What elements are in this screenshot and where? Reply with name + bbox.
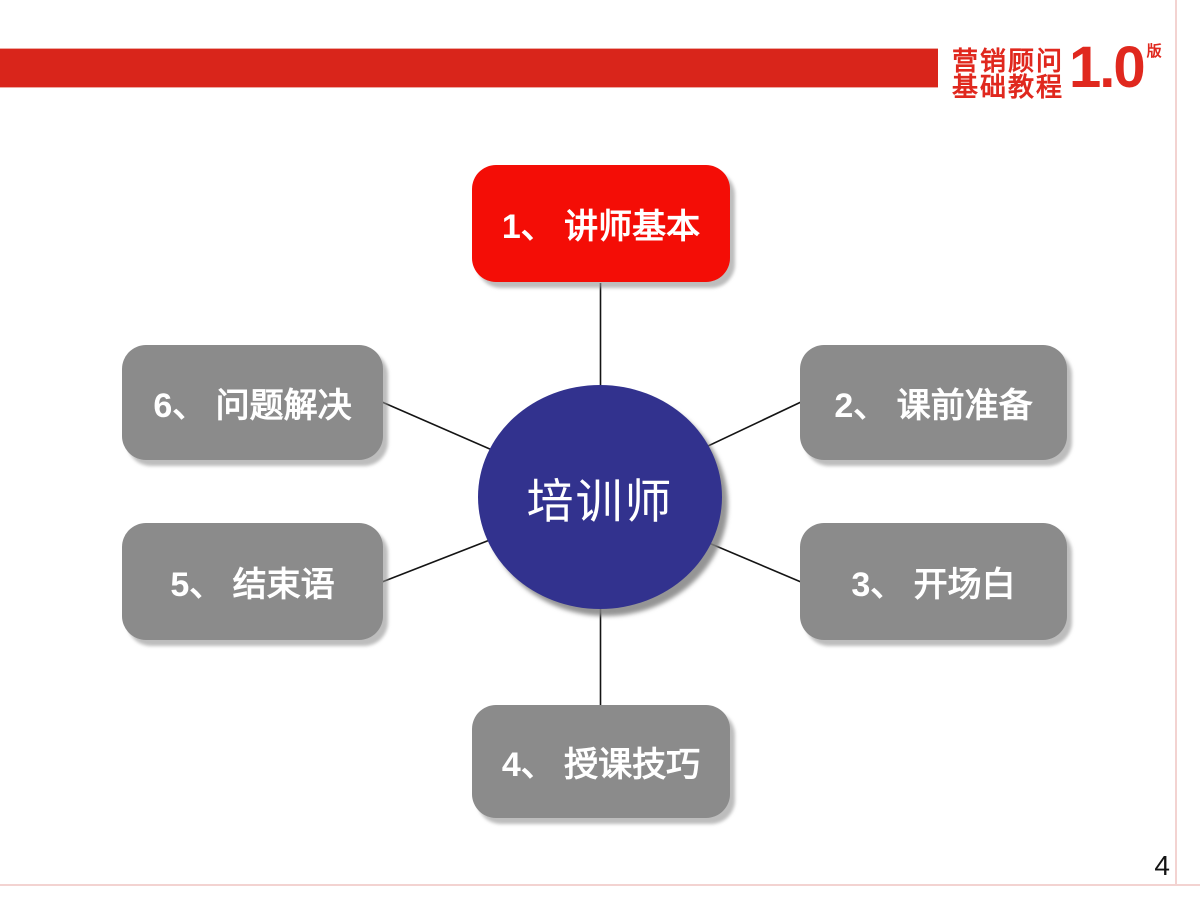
node-2-label: 2、 课前准备	[834, 387, 1033, 425]
node-5-closing-words: 5、 结束语	[122, 523, 383, 640]
node-2-class-preparation: 2、 课前准备	[800, 345, 1067, 460]
node-3-opening-remarks: 3、 开场白	[800, 523, 1067, 640]
brand-logo-line2: 基础教程	[952, 72, 1065, 102]
center-circle-label: 培训师	[526, 476, 674, 529]
brand-logo: 营销顾问 基础教程 1.0 版	[952, 35, 1162, 100]
brand-logo-line1: 营销顾问	[952, 46, 1065, 76]
brand-logo-version: 1.0	[1069, 35, 1146, 100]
node-5-label: 5、 结束语	[170, 566, 335, 604]
node-3-label: 3、 开场白	[851, 566, 1016, 604]
brand-logo-text: 营销顾问 基础教程	[952, 48, 1064, 100]
slide-border-bottom	[0, 884, 1200, 886]
header-red-bar	[0, 48, 938, 88]
node-6-label: 6、 问题解决	[153, 387, 352, 425]
node-4-label: 4、 授课技巧	[501, 746, 701, 784]
node-1-lecturer-basics: 1、 讲师基本	[472, 165, 730, 282]
node-4-teaching-skills: 4、 授课技巧	[472, 705, 730, 818]
node-6-problem-solving: 6、 问题解决	[122, 345, 383, 460]
brand-logo-version-suffix: 版	[1146, 43, 1162, 60]
page-number: 4	[1154, 850, 1170, 881]
node-1-label: 1、 讲师基本	[501, 208, 701, 246]
slide-border-right	[1175, 0, 1177, 886]
center-circle-trainer: 培训师	[478, 385, 722, 609]
